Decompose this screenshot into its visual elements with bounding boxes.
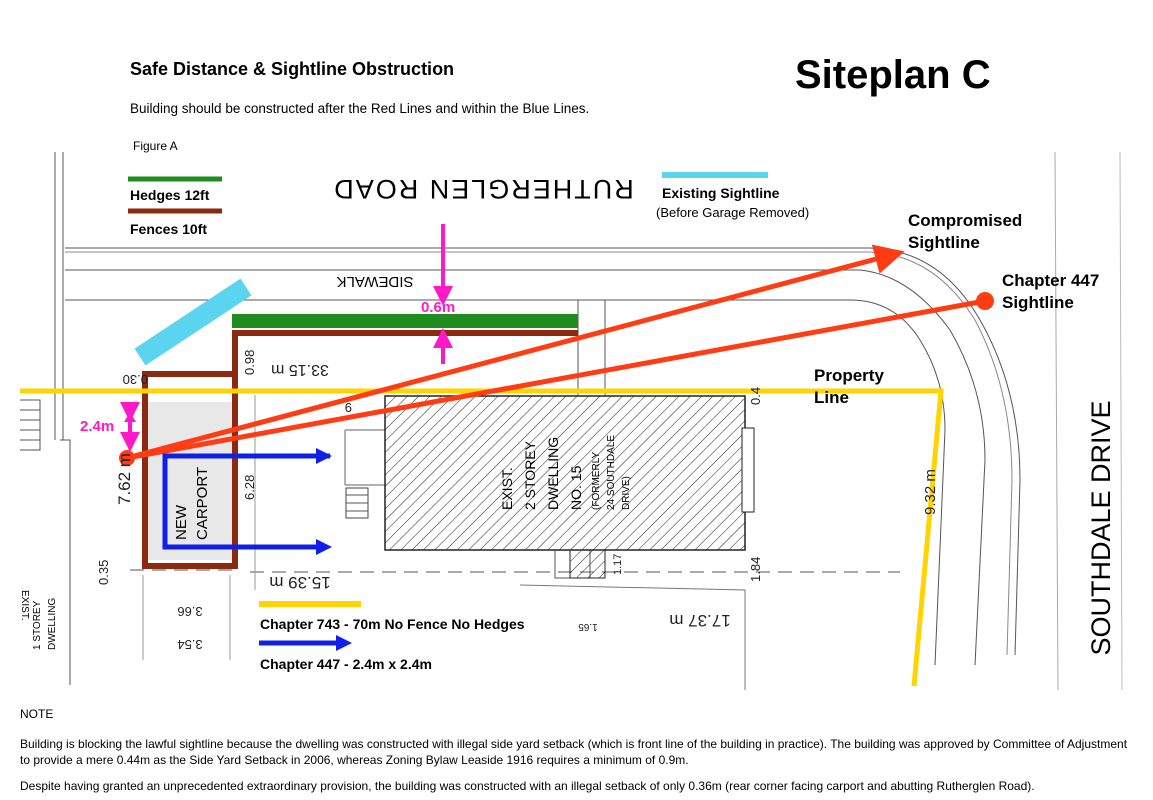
dim-1-17: 1.17 bbox=[612, 554, 624, 575]
dim-3-54: 3.54 bbox=[177, 637, 202, 652]
legend-447: Chapter 447 - 2.4m x 2.4m bbox=[260, 656, 432, 672]
title: Safe Distance & Sightline Obstruction bbox=[130, 59, 454, 79]
dim-17-37: 17.37 m bbox=[669, 611, 730, 630]
legend-existing-note: (Before Garage Removed) bbox=[656, 205, 809, 220]
compromised-label-2: Sightline bbox=[908, 233, 980, 252]
neighbour-label: EXIST. 1 STOREY DWELLING bbox=[19, 590, 58, 650]
hedge-line bbox=[232, 314, 578, 328]
property-label-1: Property bbox=[814, 366, 884, 385]
dim-7-62: 7.62 m bbox=[115, 453, 134, 505]
blue-arrowheads bbox=[316, 448, 332, 555]
chapter-447-sightline bbox=[126, 298, 986, 461]
porch bbox=[569, 549, 606, 579]
dimensions: 33.15 m 0.98 0.30 7.62 m 6.28 0.35 15.39… bbox=[96, 350, 939, 652]
dim-9: 9 bbox=[345, 400, 352, 415]
dim-1-65: 1.65 bbox=[578, 621, 598, 632]
chapter-447-box bbox=[162, 453, 330, 550]
carport-label-1: NEW bbox=[173, 504, 190, 540]
subtitle: Building should be constructed after the… bbox=[130, 101, 589, 116]
dim-0-98: 0.98 bbox=[242, 350, 257, 375]
house-line: 2 STOREY bbox=[522, 440, 538, 510]
note-paragraph-2: Despite having granted an unprecedented … bbox=[20, 779, 1035, 793]
sightline-origin-dot bbox=[119, 450, 135, 466]
sidewalk-label: SIDEWALK bbox=[337, 273, 414, 290]
house-line: (FORMERLY bbox=[591, 452, 602, 510]
distance-0-6m: 0.6m bbox=[421, 299, 455, 316]
existing-dwelling bbox=[384, 395, 746, 551]
carport-label-2: CARPORT bbox=[194, 467, 211, 540]
ch447-label-2: Sightline bbox=[1002, 293, 1074, 312]
compromised-label-1: Compromised bbox=[908, 211, 1022, 230]
property-line bbox=[20, 388, 944, 687]
dim-0-4: 0.4 bbox=[748, 387, 763, 405]
southdale-drive-label: SOUTHDALE DRIVE bbox=[1086, 400, 1116, 655]
neighbour-line: 1 STOREY bbox=[32, 600, 43, 650]
compromised-sightline bbox=[126, 244, 905, 461]
legend-hedges: Hedges 12ft bbox=[130, 187, 210, 203]
house-line: 24 SOUTHDALE bbox=[606, 435, 617, 510]
carport-area bbox=[148, 402, 233, 560]
dim-0-35: 0.35 bbox=[96, 560, 111, 585]
figure-label: Figure A bbox=[133, 139, 178, 153]
rutherglen-road-label: RUTHERGLEN ROAD bbox=[332, 174, 634, 204]
dim-6-28: 6.28 bbox=[242, 475, 257, 500]
ch447-label-1: Chapter 447 bbox=[1002, 271, 1099, 290]
arrowheads bbox=[124, 412, 136, 446]
house-line: DRIVE) bbox=[621, 476, 632, 510]
sightline-end-dot bbox=[976, 292, 994, 310]
property-label-2: Line bbox=[814, 388, 849, 407]
note-paragraph-1: Building is blocking the lawful sightlin… bbox=[20, 737, 1128, 767]
dim-1-84: 1.84 bbox=[748, 557, 763, 582]
siteplan-title: Siteplan C bbox=[795, 53, 991, 97]
house-line: DWELLING bbox=[545, 437, 561, 510]
legend-fences: Fences 10ft bbox=[130, 221, 207, 237]
legend-existing: Existing Sightline bbox=[662, 185, 780, 201]
house-label: EXIST. 2 STOREY DWELLING NO. 15 (FORMERL… bbox=[499, 435, 632, 510]
house-line: NO. 15 bbox=[568, 465, 584, 510]
bay-window bbox=[741, 427, 755, 513]
dim-33-15: 33.15 m bbox=[271, 361, 329, 378]
existing-sightline-bar bbox=[134, 278, 252, 366]
legend-743: Chapter 743 - 70m No Fence No Hedges bbox=[260, 616, 525, 632]
house-line: EXIST. bbox=[499, 467, 515, 510]
legend-447-arrowhead bbox=[336, 635, 352, 651]
dim-3-66: 3.66 bbox=[177, 604, 202, 619]
note-heading: NOTE bbox=[20, 707, 54, 721]
dim-15-39: 15.39 m bbox=[269, 573, 330, 592]
neighbour-line: EXIST. bbox=[19, 590, 30, 621]
distance-2-4m: 2.4m bbox=[80, 418, 114, 435]
fence-lines bbox=[142, 330, 578, 569]
neighbour-line: DWELLING bbox=[47, 598, 58, 650]
dim-0-30: 0.30 bbox=[123, 372, 148, 387]
dim-9-32: 9.32 m bbox=[922, 469, 939, 515]
